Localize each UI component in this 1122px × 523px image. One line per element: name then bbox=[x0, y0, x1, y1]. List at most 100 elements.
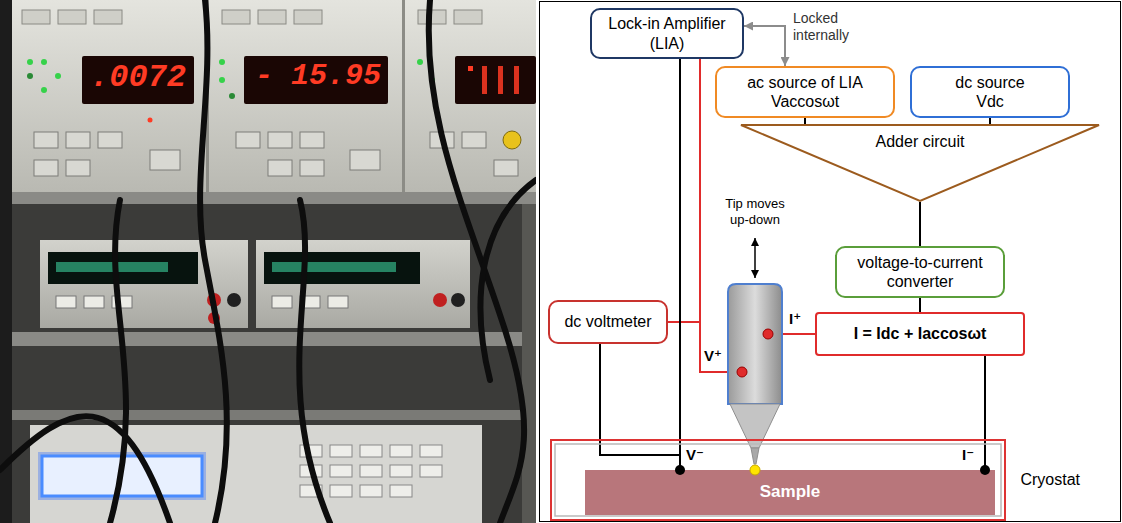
lock-in-amplifiers bbox=[27, 73, 33, 79]
lock-in-amplifiers bbox=[41, 87, 47, 93]
lock-in-amplifiers bbox=[454, 10, 482, 24]
lock-in-amplifiers bbox=[468, 66, 473, 71]
cryostat-wall bbox=[551, 440, 1005, 520]
multimeters bbox=[56, 262, 168, 272]
contact-dot bbox=[763, 329, 773, 339]
lock-in-amplifiers bbox=[417, 59, 423, 65]
lock-in-amplifiers bbox=[66, 132, 90, 148]
lock-in-amplifiers bbox=[219, 77, 225, 83]
cables bbox=[429, 0, 524, 523]
cables bbox=[481, 180, 536, 380]
adder-triangle: Adder circuit bbox=[740, 124, 1100, 202]
terminal-label: V⁺ bbox=[704, 348, 722, 365]
node-text: voltage-to-current converter bbox=[845, 253, 995, 291]
lock-in-amplifiers bbox=[229, 93, 235, 99]
lock-in-amplifiers bbox=[244, 56, 388, 104]
wire bbox=[600, 344, 680, 470]
lock-in-amplifiers bbox=[236, 132, 260, 148]
lock-in-amplifiers bbox=[482, 66, 487, 94]
lock-in-amplifiers bbox=[294, 10, 322, 24]
rack-shelf bbox=[12, 192, 536, 420]
multimeters bbox=[48, 252, 198, 284]
temperature-controller bbox=[420, 465, 442, 477]
photo-background bbox=[522, 190, 536, 523]
tip-cone bbox=[730, 404, 780, 448]
contact-dot bbox=[675, 465, 685, 475]
cables bbox=[0, 416, 170, 523]
lock-in-amplifiers bbox=[41, 59, 47, 65]
wire bbox=[744, 26, 785, 66]
temperature-controller bbox=[390, 445, 412, 457]
lock-in-amplifiers bbox=[58, 10, 86, 24]
lock-in-amplifiers bbox=[219, 59, 225, 65]
lock-in-amplifiers bbox=[300, 132, 324, 148]
lock-in-amplifiers bbox=[150, 150, 180, 170]
cables bbox=[110, 200, 126, 523]
multimeters bbox=[272, 262, 396, 272]
lock-in-amplifiers bbox=[22, 10, 50, 24]
contact-dot bbox=[980, 465, 990, 475]
temperature-controller bbox=[360, 485, 382, 497]
lock-in-amplifiers bbox=[514, 66, 519, 94]
wire bbox=[919, 298, 921, 312]
temperature-controller bbox=[390, 485, 412, 497]
node-text: Tip moves up-down bbox=[718, 196, 792, 227]
lock-in-amplifiers bbox=[268, 160, 292, 176]
current-box: I = Idc + Iaccosωt bbox=[815, 312, 1025, 356]
photo-background bbox=[0, 0, 12, 523]
node-text: dc source Vdc bbox=[950, 73, 1030, 111]
lock-in-amplifiers bbox=[222, 10, 250, 24]
terminal-label: V⁻ bbox=[686, 447, 704, 464]
display-readout: - 15.95 bbox=[255, 60, 381, 93]
wire bbox=[804, 118, 806, 124]
multimeters bbox=[272, 296, 292, 308]
lock-in-amplifiers bbox=[12, 0, 536, 192]
node-text: Lock-in Amplifier (LIA) bbox=[600, 14, 734, 52]
wire bbox=[679, 59, 681, 470]
contact-dot bbox=[737, 367, 747, 377]
lock-in-amplifiers bbox=[98, 132, 122, 148]
lock-in-amplifiers bbox=[268, 132, 292, 148]
temperature-controller bbox=[360, 465, 382, 477]
multimeters bbox=[256, 240, 470, 328]
node-text: Sample bbox=[760, 482, 820, 502]
node-text: ac source of LIA Vaccosωt bbox=[730, 73, 880, 111]
terminal-label: I⁺ bbox=[789, 311, 801, 328]
cables bbox=[299, 200, 330, 523]
cryostat-wall bbox=[555, 444, 1001, 516]
multimeters bbox=[56, 296, 76, 308]
photo-background bbox=[0, 0, 536, 523]
tip-contact-dot bbox=[750, 465, 760, 475]
temperature-controller bbox=[330, 465, 352, 477]
dc-source-box: dc source Vdc bbox=[910, 66, 1070, 118]
lock-in-amplifiers bbox=[82, 56, 194, 104]
multimeters bbox=[264, 252, 420, 284]
lock-in-amplifiers bbox=[503, 131, 521, 149]
lock-in-amplifiers bbox=[462, 132, 486, 148]
wire bbox=[919, 202, 921, 246]
terminal-label: I⁻ bbox=[962, 447, 974, 464]
lock-in-amplifiers bbox=[402, 0, 405, 192]
cryostat-housing: CryostatSample bbox=[550, 438, 1090, 522]
lock-in-amplifiers bbox=[498, 66, 503, 94]
multimeters bbox=[84, 296, 104, 308]
temperature-controller bbox=[420, 445, 442, 457]
temperature-controller bbox=[330, 485, 352, 497]
multimeters bbox=[40, 240, 470, 328]
multimeters bbox=[433, 293, 447, 307]
probe-tip: Tip moves up-down bbox=[705, 196, 805, 466]
photo-background bbox=[0, 0, 536, 523]
node-text: I = Idc + Iaccosωt bbox=[854, 324, 987, 343]
lock-in-amplifiers bbox=[494, 160, 518, 176]
lock-in-amplifiers bbox=[34, 132, 58, 148]
temperature-controller bbox=[360, 445, 382, 457]
lock-in-amplifiers bbox=[12, 0, 536, 192]
rack-shelf bbox=[12, 332, 522, 346]
ac-source-box: ac source of LIA Vaccosωt bbox=[715, 66, 895, 118]
multimeters bbox=[328, 296, 348, 308]
display-readout: .0072 bbox=[90, 60, 186, 95]
multimeters bbox=[451, 293, 465, 307]
converter-box: voltage-to-current converter bbox=[835, 246, 1005, 298]
lock-in-amplifiers bbox=[148, 118, 153, 123]
